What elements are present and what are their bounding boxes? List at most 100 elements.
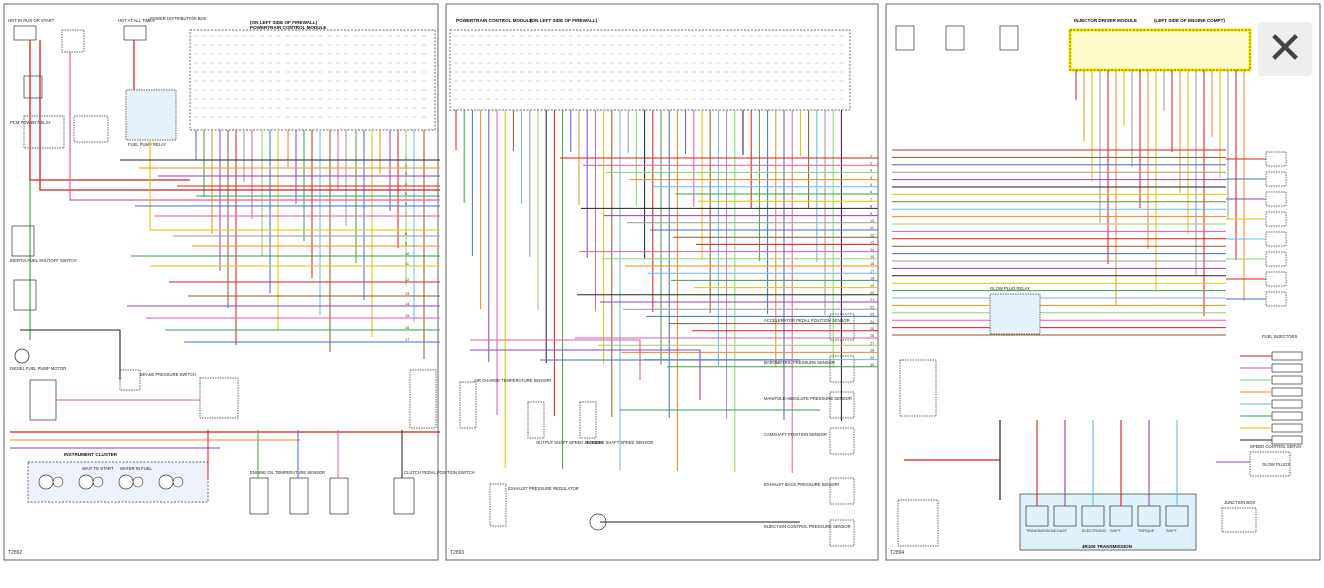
inertia-switch-label: INERTIA FUEL SHUTOFF SWITCH (10, 258, 76, 263)
junction-box-p3 (1221, 507, 1257, 533)
pin-num-p1: 10 (405, 252, 409, 256)
pin-num-p2: 2 (870, 161, 872, 165)
pcm-subtitle-p1: POWERTRAIN CONTROL MODULE (250, 25, 326, 30)
idm-connector-p3 (1069, 29, 1251, 71)
pin-num-p2: 20 (870, 291, 874, 295)
glow-plugs-label: GLOW PLUGS (1262, 462, 1290, 467)
sensor-label-p2: CAMSHAFT POSITION SENSOR (764, 432, 827, 437)
iat-label: AIR CHARGE TEMPERATURE SENSOR (474, 378, 551, 383)
pin-num-p1: 9 (405, 242, 407, 246)
fuse-label-run: HOT IN RUN OR START (8, 18, 55, 23)
transmission-label: 4R100 TRANSMISSION (1082, 544, 1133, 549)
fuse-block-2 (61, 29, 85, 53)
pin-num-p1: 8 (405, 232, 407, 236)
oil-temp-label: ENGINE OIL TEMPERATURE SENSOR (250, 470, 325, 475)
lamp-circle (52, 476, 64, 488)
pcm-connector-p2 (449, 29, 851, 111)
ebp-reg-label: EXHAUST PRESSURE REGULATOR (508, 486, 579, 491)
ebp-reg-box (489, 483, 507, 527)
feed-pink-1 (69, 52, 440, 201)
pin-num-p1: 4 (405, 182, 407, 186)
fuel-pump-relay-label: FUEL PUMP RELAY (128, 142, 167, 147)
pin-num-p1: 5 (405, 192, 407, 196)
pin-num-p2: 30 (870, 363, 874, 367)
pin-num-p1: 14 (405, 302, 409, 306)
close-button[interactable]: ✕ (1258, 22, 1312, 76)
panel-frame-3 (885, 3, 1321, 561)
pin-num-p2: 19 (870, 284, 874, 288)
fuse-box-2 (13, 279, 37, 311)
wire-p2-a (470, 339, 641, 380)
wait-to-start-label: WAIT TO START (82, 466, 114, 471)
idm-connector-highlight (1068, 28, 1252, 72)
pin-num-p2: 1 (870, 154, 872, 158)
pin-num-p2: 17 (870, 269, 874, 273)
pin-num-p1: 1 (405, 156, 407, 160)
pin-num-p2: 8 (870, 205, 872, 209)
wire-p2-b (470, 349, 701, 400)
pin-num-p1: 15 (405, 314, 409, 318)
pin-num-p2: 29 (870, 356, 874, 360)
sensor-box-p3-trans (897, 499, 939, 547)
sensor-label-p2: INJECTION CONTROL PRESSURE SENSOR (764, 524, 851, 529)
lamp-circle (92, 476, 104, 488)
pin-num-p2: 6 (870, 190, 872, 194)
brake-switch-label: BRAKE PRESSURE SWITCH (140, 372, 196, 377)
pin-num-p2: 5 (870, 183, 872, 187)
glow-plug-relay-box (989, 293, 1041, 335)
trans-part-label: TORQUE (1138, 529, 1155, 533)
fuse-p3-b (945, 25, 965, 51)
pin-num-p1: 13 (405, 292, 409, 296)
pin-num-p1: 7 (405, 212, 407, 216)
tss-box (579, 401, 597, 439)
fuse-p3-c (999, 25, 1019, 51)
fuse-block-1 (13, 25, 37, 41)
pin-num-p2: 10 (870, 219, 874, 223)
speed-control-label: SPEED CONTROL SERVO (1250, 444, 1302, 449)
pin-num-p1: 2 (405, 164, 407, 168)
lamp-circle (132, 476, 144, 488)
gauge-circle (78, 474, 94, 490)
panel-code-1: T2892 (8, 550, 22, 556)
clutch-switch-label: CLUTCH PEDAL POSITION SWITCH (404, 470, 475, 475)
fuel-injectors-label: FUEL INJECTORS (1262, 334, 1298, 339)
trans-part-label: ELECTRONIC (1082, 529, 1107, 533)
pin-num-p1: 11 (405, 262, 409, 266)
pin-num-p2: 24 (870, 320, 874, 324)
pin-num-p2: 3 (870, 169, 872, 173)
close-icon: ✕ (1266, 23, 1304, 74)
oil-temp-box (249, 477, 269, 515)
oss-box (527, 401, 545, 439)
pin-num-p2: 28 (870, 349, 874, 353)
iat-sensor-box (459, 381, 477, 429)
trans-part-label: TRANSMISSION (1026, 529, 1055, 533)
sensor-box-p1b (329, 477, 349, 515)
trans-part-label: COAST (1054, 529, 1068, 533)
inertia-switch-box (11, 225, 35, 257)
fuse-label-hot: HOT AT ALL TIMES (118, 18, 155, 23)
pin-num-p2: 22 (870, 305, 874, 309)
pin-num-p2: 16 (870, 262, 874, 266)
sensor-label-p2: EXHAUST BACK PRESSURE SENSOR (764, 482, 839, 487)
aux-box-p1 (409, 369, 437, 429)
trans-part-label: SHIFT (1110, 529, 1122, 533)
sensor-label-p2: ACCELERATOR PEDAL POSITION SENSOR (764, 318, 850, 323)
idm-subtitle: (LEFT SIDE OF ENGINE COMPT) (1154, 18, 1225, 23)
gauge-circle (158, 474, 174, 490)
pin-num-p2: 11 (870, 226, 874, 230)
pin-num-p2: 26 (870, 334, 874, 338)
gauge-circle (38, 474, 54, 490)
oss-label: OUTPUT SHAFT SPEED SENSOR (536, 440, 602, 445)
panel-frame-2 (445, 3, 879, 561)
feed-red-2 (39, 40, 440, 191)
water-in-fuel-label: WATER IN FUEL (120, 466, 153, 471)
pin-num-p1: 16 (405, 326, 409, 330)
pcm-power-relay-box (23, 115, 65, 149)
gauge-circle (118, 474, 134, 490)
panel-code-3: T2894 (890, 550, 904, 556)
idm-title: INJECTOR DRIVER MODULE (1074, 18, 1137, 23)
pin-num-p1: 3 (405, 172, 407, 176)
pdb-label: POWER DISTRIBUTION BOX (150, 16, 207, 21)
